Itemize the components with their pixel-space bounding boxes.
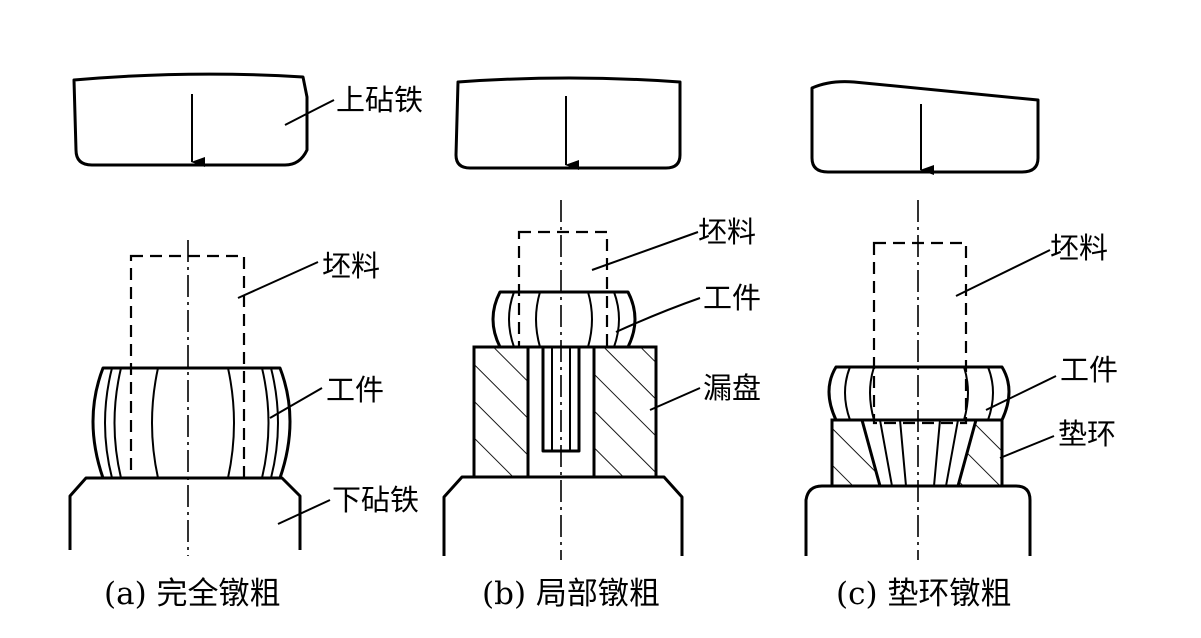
- panel-c-label-blank: 坯料: [1050, 231, 1108, 265]
- panel-a-lower-anvil: [68, 476, 302, 550]
- panel-c-ring-upsetting: 坯料 工件 垫环 (c) 垫环镦粗: [804, 80, 1118, 612]
- panel-c-label-workpiece: 工件: [1060, 353, 1118, 387]
- panel-b-label-leak-plate: 漏盘: [703, 371, 761, 405]
- panel-a-caption: (a) 完全镦粗: [104, 576, 281, 612]
- panel-b-caption: (b) 局部镦粗: [482, 576, 660, 612]
- panel-b-leak-plate-left: [472, 345, 530, 479]
- panel-b-local-upsetting: 坯料 工件 漏盘 (b) 局部镦粗: [442, 76, 761, 612]
- panel-a-full-upsetting: 上砧铁 坯料 工件 下砧铁 (a) 完全镦粗: [68, 72, 423, 612]
- panel-c-caption: (c) 垫环镦粗: [836, 576, 1011, 612]
- panel-b-workpiece: [491, 290, 637, 349]
- panel-c-upper-anvil: [810, 80, 1040, 174]
- panel-b-lower-anvil: [442, 475, 684, 556]
- panel-a-label-lower-anvil: 下砧铁: [332, 483, 419, 517]
- panel-a-label-upper-anvil: 上砧铁: [336, 83, 423, 117]
- panel-b-label-workpiece: 工件: [703, 281, 761, 315]
- panel-b-stem: [541, 345, 581, 453]
- panel-a-upper-anvil: [72, 72, 309, 167]
- panel-c-lower-anvil: [804, 484, 1032, 556]
- panel-b-upper-anvil: [454, 76, 682, 170]
- panel-b-leak-plate-right: [592, 345, 658, 479]
- panel-c-blank-outline: [872, 241, 968, 425]
- panel-a-label-blank: 坯料: [322, 249, 380, 283]
- panel-b-blank-outline: [517, 230, 609, 349]
- panel-c-workpiece: [827, 365, 1011, 422]
- panel-c-backing-ring-right: [956, 418, 1004, 488]
- panel-b-label-blank: 坯料: [698, 215, 756, 249]
- panel-a-workpiece: [91, 366, 292, 480]
- panel-a-label-workpiece: 工件: [326, 373, 384, 407]
- panel-c-label-backing-ring: 垫环: [1058, 417, 1116, 451]
- panel-c-backing-ring-left: [830, 418, 882, 488]
